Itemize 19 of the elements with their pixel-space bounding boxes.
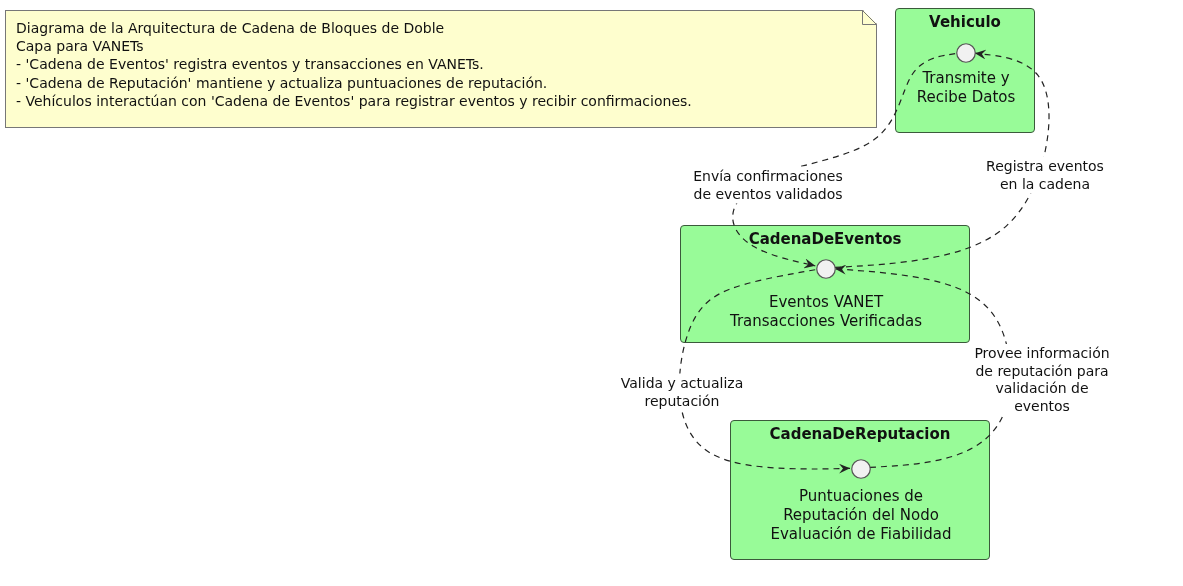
interface-label: Transmite y Recibe Datos (915, 69, 1017, 107)
component-title: CadenaDeReputacion (769, 425, 951, 443)
note-text: - 'Cadena de Reputación' mantiene y actualiza puntuaciones de reputación. (16, 73, 548, 92)
interface-label: Eventos VANET Transacciones Verificadas (728, 293, 924, 331)
interface-circle (816, 259, 836, 279)
note-text: - 'Cadena de Eventos' registra eventos y transacciones en VANETs. (16, 55, 484, 74)
interface-circle (851, 459, 871, 479)
component-title: Vehiculo (929, 13, 1001, 31)
component-box (730, 420, 990, 560)
interface-circle (956, 43, 976, 63)
interface-label: Puntuaciones de Reputación del Nodo Evaluación de Fiabilidad (769, 487, 953, 544)
dashed-arrow (678, 269, 851, 474)
component-title: CadenaDeEventos (748, 230, 902, 248)
note-text: - Vehículos interactúan con 'Cadena de Eventos' para registrar eventos y recibir confirmaciones. (16, 91, 692, 110)
note-card (5, 10, 877, 128)
dashed-arrow (834, 49, 1050, 269)
component-box (680, 225, 970, 343)
component-box (895, 8, 1035, 133)
note-heading: Diagrama de la Arquitectura de Cadena de Bloques de Doble Capa para VANETs (16, 19, 446, 56)
